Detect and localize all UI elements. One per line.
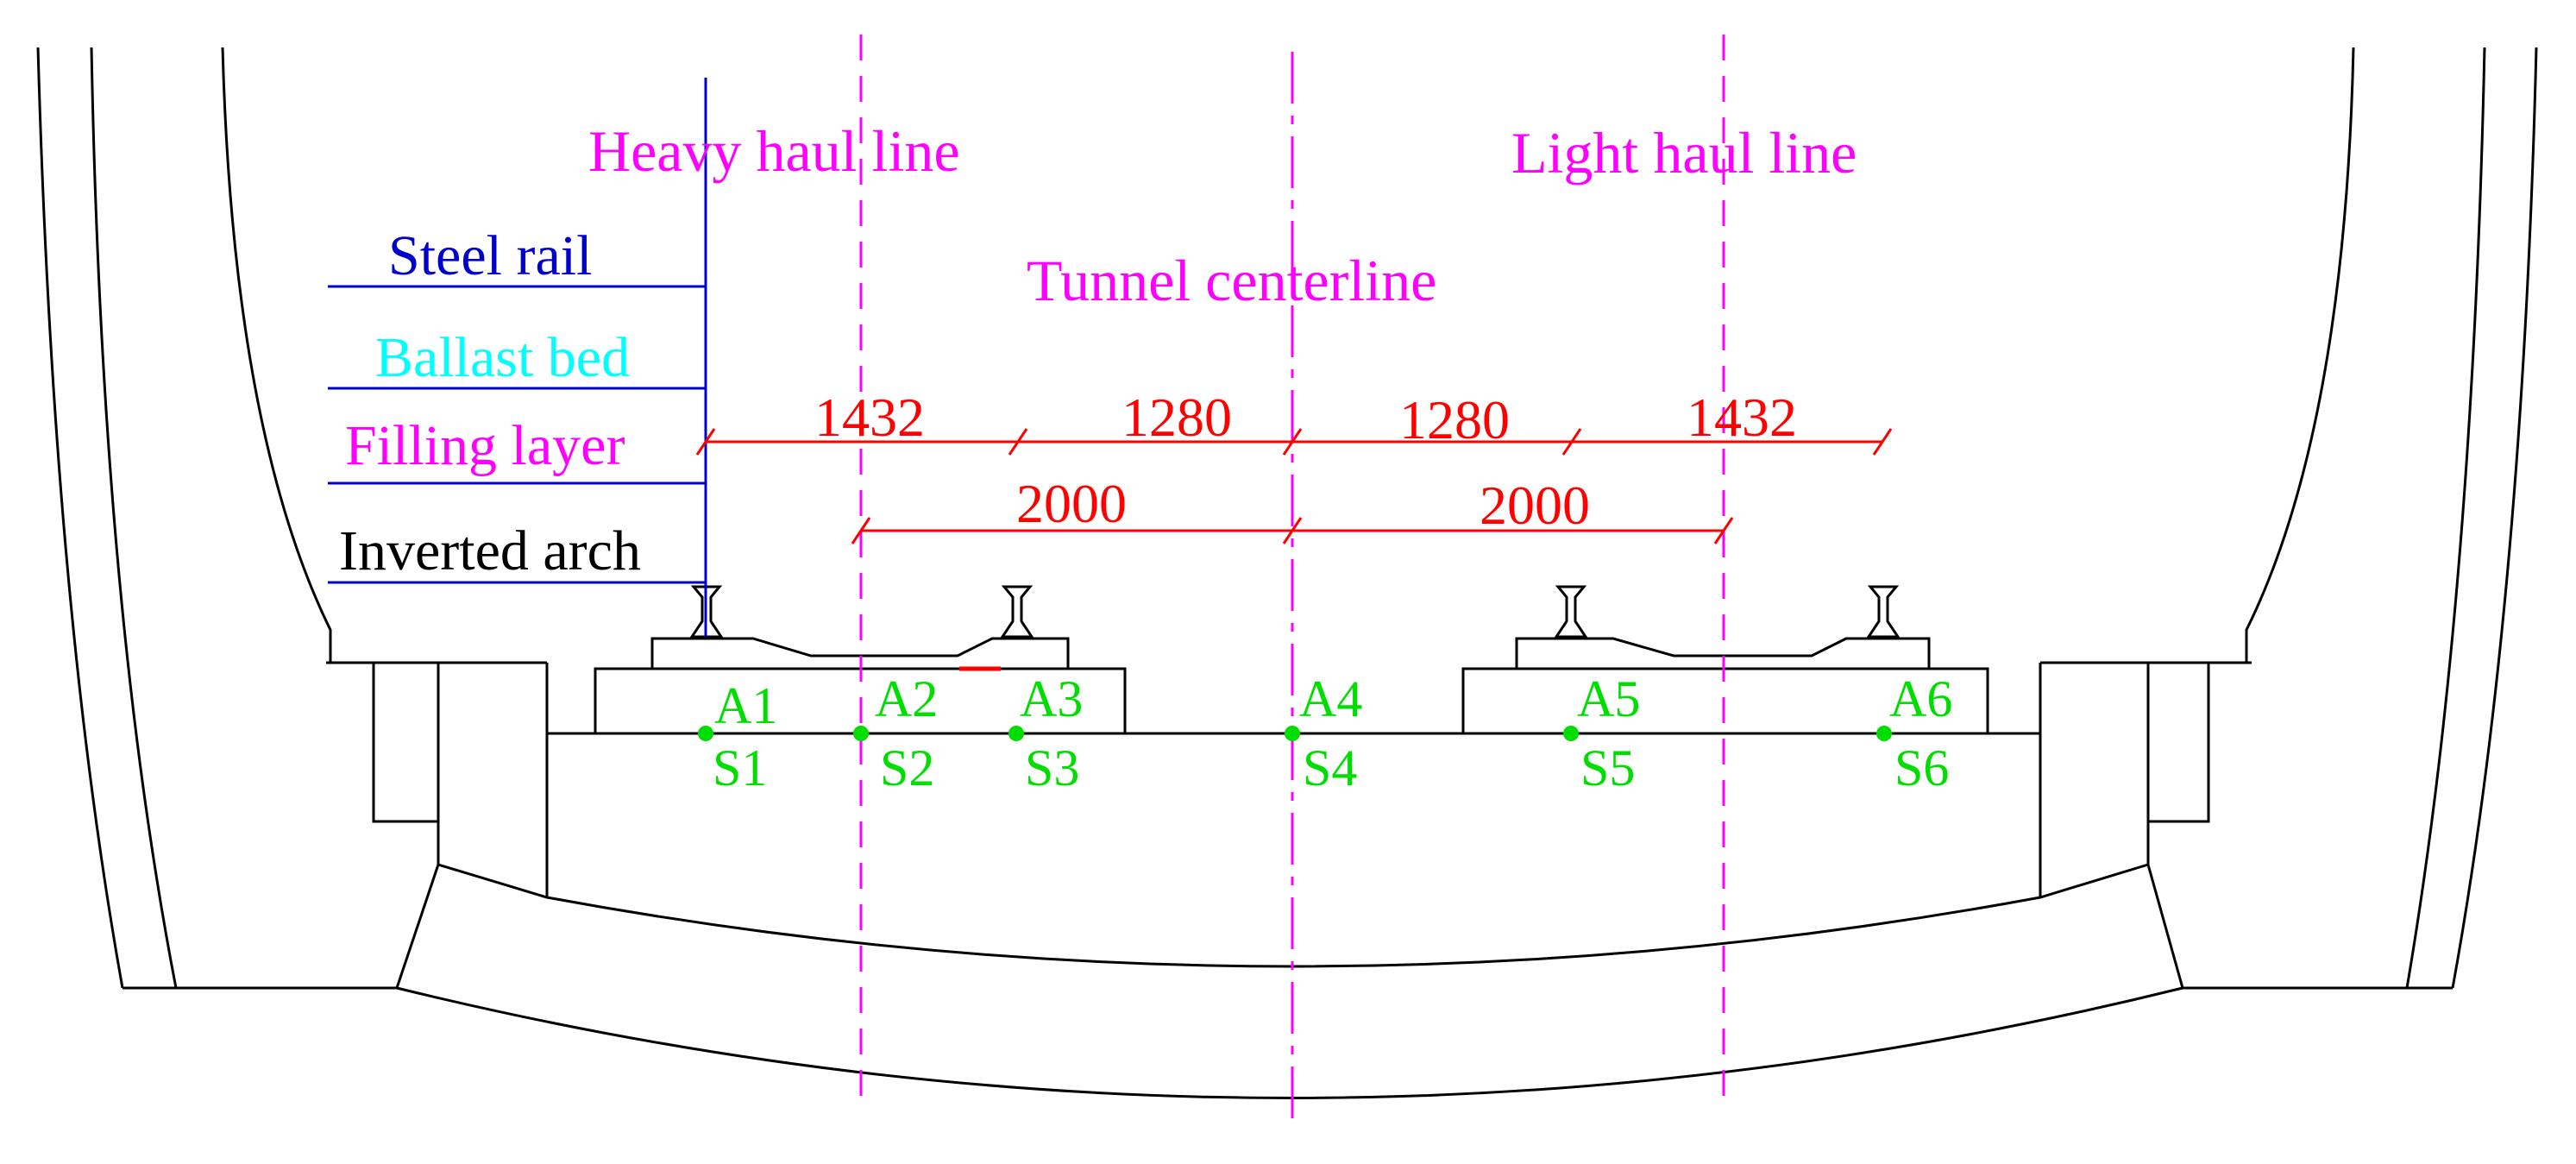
rail-icon	[1000, 585, 1034, 639]
side-block-right-outer	[2146, 661, 2210, 823]
point-marker	[1008, 726, 1024, 741]
dim-value: 2000	[1016, 473, 1127, 534]
inverted-arch-label: Inverted arch	[339, 519, 641, 582]
inverted-arch-right-end	[2146, 864, 2184, 989]
heavy-haul-line-label: Heavy haul line	[588, 118, 960, 184]
dim-tick	[1008, 428, 1028, 456]
tunnel-inner-wall-left	[221, 47, 332, 663]
dim-value: 1432	[814, 387, 925, 448]
side-block-left-outer	[372, 661, 440, 823]
point-marker	[853, 726, 869, 741]
dim-tick	[695, 428, 716, 456]
point-label-a: A4	[1299, 670, 1362, 727]
inverted-arch-left-end	[395, 864, 440, 989]
layer-leaders	[328, 78, 707, 637]
ballast-bed-label: Ballast bed	[375, 326, 630, 389]
point-label-a: A2	[875, 670, 938, 727]
dim-value: 1280	[1122, 387, 1232, 448]
tunnel-lining-right-outer	[2451, 47, 2538, 989]
sleeper-right	[1515, 637, 1931, 669]
inverted-arch-top	[437, 863, 2149, 968]
rail-icon	[1866, 585, 1901, 639]
sleeper-left	[650, 637, 1070, 669]
tunnel-inner-wall-right	[2245, 47, 2355, 663]
inverted-arch-bottom	[396, 986, 2183, 1099]
point-label-s: S4	[1303, 739, 1357, 796]
dim-value: 2000	[1480, 475, 1590, 536]
point-marker	[698, 726, 713, 741]
point-label-s: S6	[1894, 739, 1949, 796]
dim-value: 1280	[1399, 389, 1510, 450]
point-label-a: A1	[714, 677, 777, 734]
point-marker	[1876, 726, 1892, 741]
rails	[689, 585, 1901, 639]
point-label-s: S2	[880, 739, 934, 796]
tunnel-centerline-label: Tunnel centerline	[1027, 248, 1436, 313]
dim-tick	[1872, 428, 1893, 456]
point-label-s: S1	[713, 739, 767, 796]
point-label-a: A6	[1889, 670, 1952, 727]
dim-tick	[851, 517, 871, 544]
measurement-points	[698, 726, 1892, 741]
steel-rail-label: Steel rail	[388, 224, 592, 287]
tunnel-lining-left-outer	[36, 47, 124, 989]
point-label-s: S3	[1025, 739, 1079, 796]
ballast-bed-right	[1461, 667, 1989, 735]
tunnel-lining-right-inner	[2405, 47, 2486, 989]
dimension-lines	[695, 428, 1893, 544]
rail-icon	[1554, 585, 1588, 639]
point-marker	[1563, 726, 1579, 741]
dim-value: 1432	[1687, 387, 1797, 448]
point-label-a: A5	[1577, 670, 1640, 727]
filling-layer-label: Filling layer	[345, 414, 625, 477]
dim-tick	[1561, 428, 1582, 456]
dim-tick	[1713, 517, 1734, 544]
light-haul-line-label: Light haul line	[1511, 120, 1857, 186]
dim-tick	[1282, 428, 1303, 456]
point-label-s: S5	[1580, 739, 1635, 796]
centerlines	[859, 35, 1725, 1130]
point-marker	[1285, 726, 1300, 741]
dim-tick	[1282, 517, 1303, 544]
point-label-a: A3	[1020, 670, 1083, 727]
point-labels: A1 S1 A2 S2 A3 S3 A4 S4 A5 S5 A6 S6	[713, 670, 1952, 796]
tunnel-lining-left-inner	[90, 47, 178, 989]
